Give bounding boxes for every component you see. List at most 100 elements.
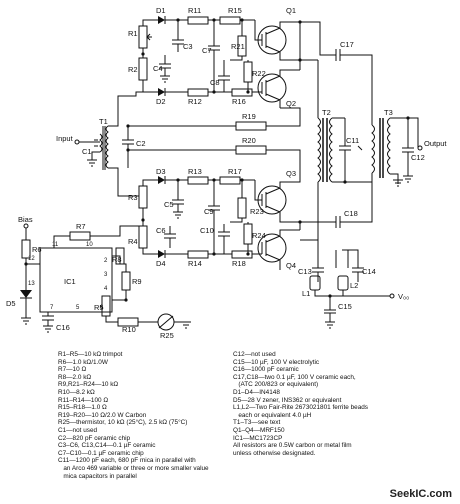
label-q2: Q2 [286, 99, 296, 108]
parts-list-line: R6—1.0 kΩ/1.0W [58, 358, 108, 366]
label-r14: R14 [188, 259, 202, 268]
parts-list-line: All resistors are 0.5W carbon or metal f… [233, 442, 352, 450]
parts-list-line: L1,L2—Two Fair-Rite 2673021801 ferrite b… [233, 404, 368, 412]
resistor-r13 [187, 176, 209, 185]
label-q1: Q1 [286, 6, 296, 15]
transformer-t2-right [329, 117, 333, 183]
label-pin4: 4 [104, 286, 108, 292]
label-c5: C5 [164, 200, 174, 209]
parts-list-line: C1—not used [58, 426, 98, 434]
parts-list-line: R15–R18—1.0 Ω [58, 404, 107, 412]
capacitor-c11 [339, 118, 351, 182]
label-input: Input [56, 134, 74, 143]
resistor-r2 [138, 57, 148, 81]
label-c15: C15 [338, 302, 352, 311]
transformer-t2-left [317, 117, 321, 183]
label-c16: C16 [56, 323, 70, 332]
bias-terminal [23, 223, 29, 229]
capacitor-c14 [342, 249, 364, 282]
component-labels: R1 D1 R11 C3 R15 C7 R21 Q1 C4 R2 R22 C8 … [6, 6, 447, 340]
label-pin6: 6 [100, 305, 104, 311]
label-c9: C9 [204, 207, 214, 216]
transistor-q2 [257, 69, 300, 108]
transistor-q1 [254, 20, 300, 61]
parts-list-line: R9,R21–R24—10 kΩ [58, 381, 119, 389]
parts-list-line: C3–C6, C13,C14—0.1 µF ceramic [58, 442, 156, 450]
parts-list-line: C17,C18—two 0.1 µF, 100 V ceramic each, [233, 373, 356, 381]
label-output: Output [424, 139, 447, 148]
parts-list-line: C11—1200 pF each, 680 pF mica in paralle… [58, 457, 196, 465]
label-c11: C11 [346, 136, 359, 145]
label-d2: D2 [156, 97, 166, 106]
label-r10: R10 [122, 325, 136, 334]
capacitor-c6 [164, 226, 176, 248]
parts-list-line: R7—10 Ω [58, 366, 87, 374]
resistor-r22 [243, 61, 253, 83]
parts-list-line: R19–R20—10 Ω/2.0 W Carbon [58, 411, 147, 419]
label-pin5: 5 [76, 305, 80, 311]
resistor-r15 [219, 16, 241, 25]
label-t2: T2 [322, 108, 331, 117]
label-r12: R12 [188, 97, 202, 106]
ground-t1 [87, 151, 100, 167]
label-t3: T3 [384, 108, 393, 117]
label-c7: C7 [202, 46, 212, 55]
label-r2: R2 [128, 65, 138, 74]
resistor-r12 [187, 88, 209, 97]
parts-list-line: unless otherwise designated. [233, 449, 316, 457]
parts-list-line: Q1–Q4—MRF150 [233, 426, 285, 434]
capacitor-c4 [159, 55, 171, 76]
input-terminal [74, 139, 80, 145]
label-r6: R6 [32, 245, 42, 254]
capacitor-c7 [208, 20, 220, 92]
label-c2: C2 [136, 139, 146, 148]
label-pin13: 13 [28, 281, 35, 287]
resistor-r19 [235, 121, 267, 131]
label-r21: R21 [231, 42, 245, 51]
inductor-l2 [337, 275, 349, 291]
label-bias: Bias [18, 215, 33, 224]
label-l2: L2 [350, 281, 358, 290]
junction-dots [24, 18, 410, 302]
label-q3: Q3 [286, 169, 296, 178]
transformer-t3-primary [371, 124, 375, 174]
ic1-regulator [39, 247, 113, 313]
label-c18: C18 [344, 209, 358, 218]
parts-list-line: D5—28 V zener, INS362 or equivalent [233, 396, 342, 404]
capacitor-c13 [312, 267, 324, 282]
label-r1: R1 [128, 29, 138, 38]
capacitor-c5 [172, 180, 184, 212]
label-r16: R16 [232, 97, 246, 106]
label-r19: R19 [242, 112, 256, 121]
label-c8: C8 [210, 78, 220, 87]
ground-c4 [160, 75, 170, 83]
resistor-r14 [187, 250, 209, 259]
transistor-q4 [257, 229, 300, 270]
label-r13: R13 [188, 167, 202, 176]
parts-list-line: (ATC 200/823 or equivalent) [233, 381, 319, 389]
parts-list-line: C16—1000 pF ceramic [233, 366, 299, 374]
label-r22: R22 [252, 69, 266, 78]
label-vdd: V₀₀ [398, 292, 409, 301]
capacitor-c12 [402, 118, 414, 176]
diode-d1 [158, 16, 165, 24]
transformer-t1-primary [99, 133, 103, 153]
parts-list-line: R25—thermistor, 10 kΩ (25°C), 2.5 kΩ (75… [58, 419, 188, 427]
bottom-driver-section [136, 168, 318, 270]
label-pin2: 2 [104, 258, 108, 264]
resistor-r9 [121, 271, 131, 291]
capacitor-c1 [94, 139, 98, 147]
parts-list-line: R1–R5—10 kΩ trimpot [58, 351, 123, 358]
label-c3: C3 [183, 42, 193, 51]
output-terminal [417, 145, 423, 151]
output-section [300, 60, 423, 240]
input-section [74, 91, 143, 197]
label-c14: C14 [362, 267, 376, 276]
transformer-t1-secondary [105, 125, 109, 169]
label-r20: R20 [242, 136, 256, 145]
parts-list-line: mica capacitors in parallel [58, 472, 137, 480]
capacitor-c10 [218, 224, 230, 254]
label-r24: R24 [252, 231, 266, 240]
